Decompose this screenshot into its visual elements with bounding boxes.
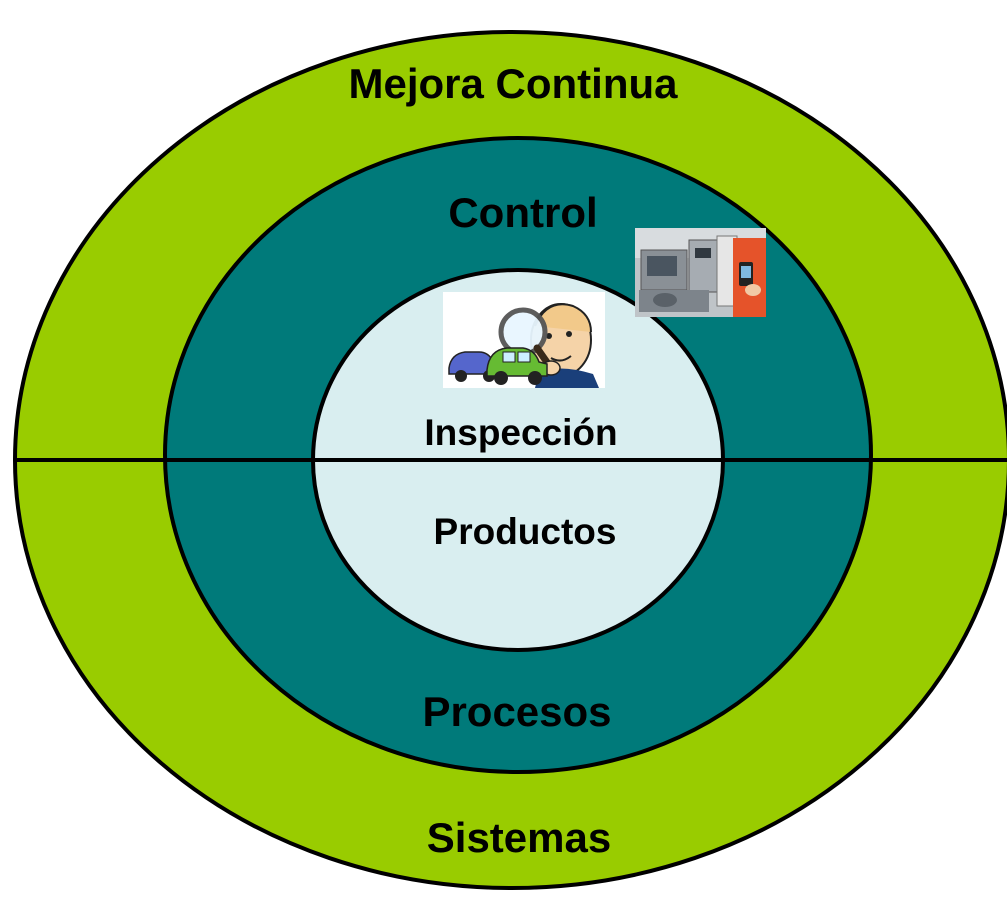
label-sistemas: Sistemas	[427, 814, 611, 861]
inspector-with-magnifier-and-cars-picture	[443, 292, 605, 388]
label-control: Control	[448, 189, 597, 236]
label-productos: Productos	[434, 511, 617, 552]
label-mejora-continua: Mejora Continua	[348, 60, 678, 107]
label-procesos: Procesos	[422, 688, 611, 735]
measurement-equipment-photo	[635, 228, 766, 317]
label-inspeccion: Inspección	[424, 412, 617, 453]
